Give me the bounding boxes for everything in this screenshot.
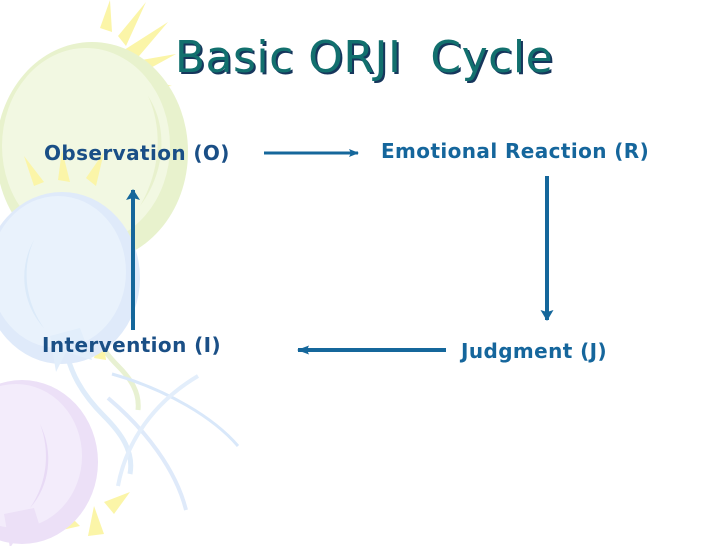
node-judgment: Judgment (J) xyxy=(461,339,608,363)
node-intervention: Intervention (I) xyxy=(42,333,221,357)
slide-title: Basic ORJI Cycle xyxy=(174,32,554,83)
node-emotional-reaction: Emotional Reaction (R) xyxy=(381,139,650,163)
node-observation: Observation (O) xyxy=(44,141,230,165)
